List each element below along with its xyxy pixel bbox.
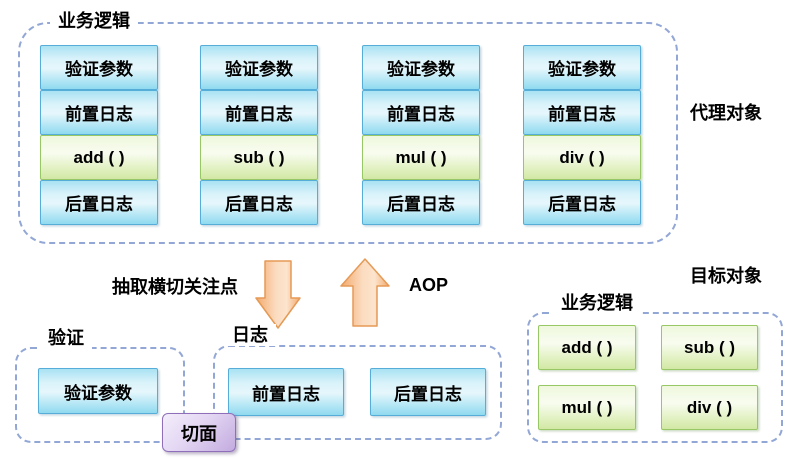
box-post-log: 后置日志: [40, 180, 158, 225]
box-method-add: add ( ): [538, 325, 636, 370]
validation-aspect-container: [15, 347, 185, 443]
proxy-side-label: 代理对象: [690, 103, 762, 123]
box-post-log: 后置日志: [370, 368, 486, 416]
box-post-log: 后置日志: [200, 180, 318, 225]
logging-aspect-container: [213, 345, 502, 440]
box-pre-log: 前置日志: [523, 90, 641, 135]
box-method-div: div ( ): [523, 135, 641, 180]
box-validate-params: 验证参数: [200, 45, 318, 90]
box-post-log: 后置日志: [523, 180, 641, 225]
box-method-mul: mul ( ): [362, 135, 480, 180]
aspect-tag: 切面: [162, 413, 236, 452]
proxy-column-div: 验证参数 前置日志 div ( ) 后置日志: [523, 45, 641, 225]
proxy-column-add: 验证参数 前置日志 add ( ) 后置日志: [40, 45, 158, 225]
box-validate-params: 验证参数: [38, 368, 158, 414]
box-post-log: 后置日志: [362, 180, 480, 225]
target-container-label: 业务逻辑: [553, 292, 641, 314]
validation-label: 验证: [40, 327, 92, 349]
proxy-column-mul: 验证参数 前置日志 mul ( ) 后置日志: [362, 45, 480, 225]
box-validate-params: 验证参数: [523, 45, 641, 90]
down-arrow-icon: [255, 260, 301, 329]
logging-label: 日志: [224, 324, 276, 346]
box-method-mul: mul ( ): [538, 385, 636, 430]
extract-crosscut-label: 抽取横切关注点: [112, 277, 238, 297]
proxy-container-label: 业务逻辑: [50, 10, 138, 32]
proxy-column-sub: 验证参数 前置日志 sub ( ) 后置日志: [200, 45, 318, 225]
box-method-sub: sub ( ): [661, 325, 758, 370]
aop-label: AOP: [409, 275, 449, 295]
box-validate-params: 验证参数: [40, 45, 158, 90]
box-method-sub: sub ( ): [200, 135, 318, 180]
box-pre-log: 前置日志: [40, 90, 158, 135]
target-side-label: 目标对象: [690, 266, 762, 286]
box-method-div: div ( ): [661, 385, 758, 430]
box-pre-log: 前置日志: [228, 368, 344, 416]
target-object-container: [527, 312, 783, 443]
box-method-add: add ( ): [40, 135, 158, 180]
up-arrow-icon: [340, 258, 390, 327]
box-validate-params: 验证参数: [362, 45, 480, 90]
box-pre-log: 前置日志: [362, 90, 480, 135]
box-pre-log: 前置日志: [200, 90, 318, 135]
proxy-object-container: [18, 22, 678, 244]
